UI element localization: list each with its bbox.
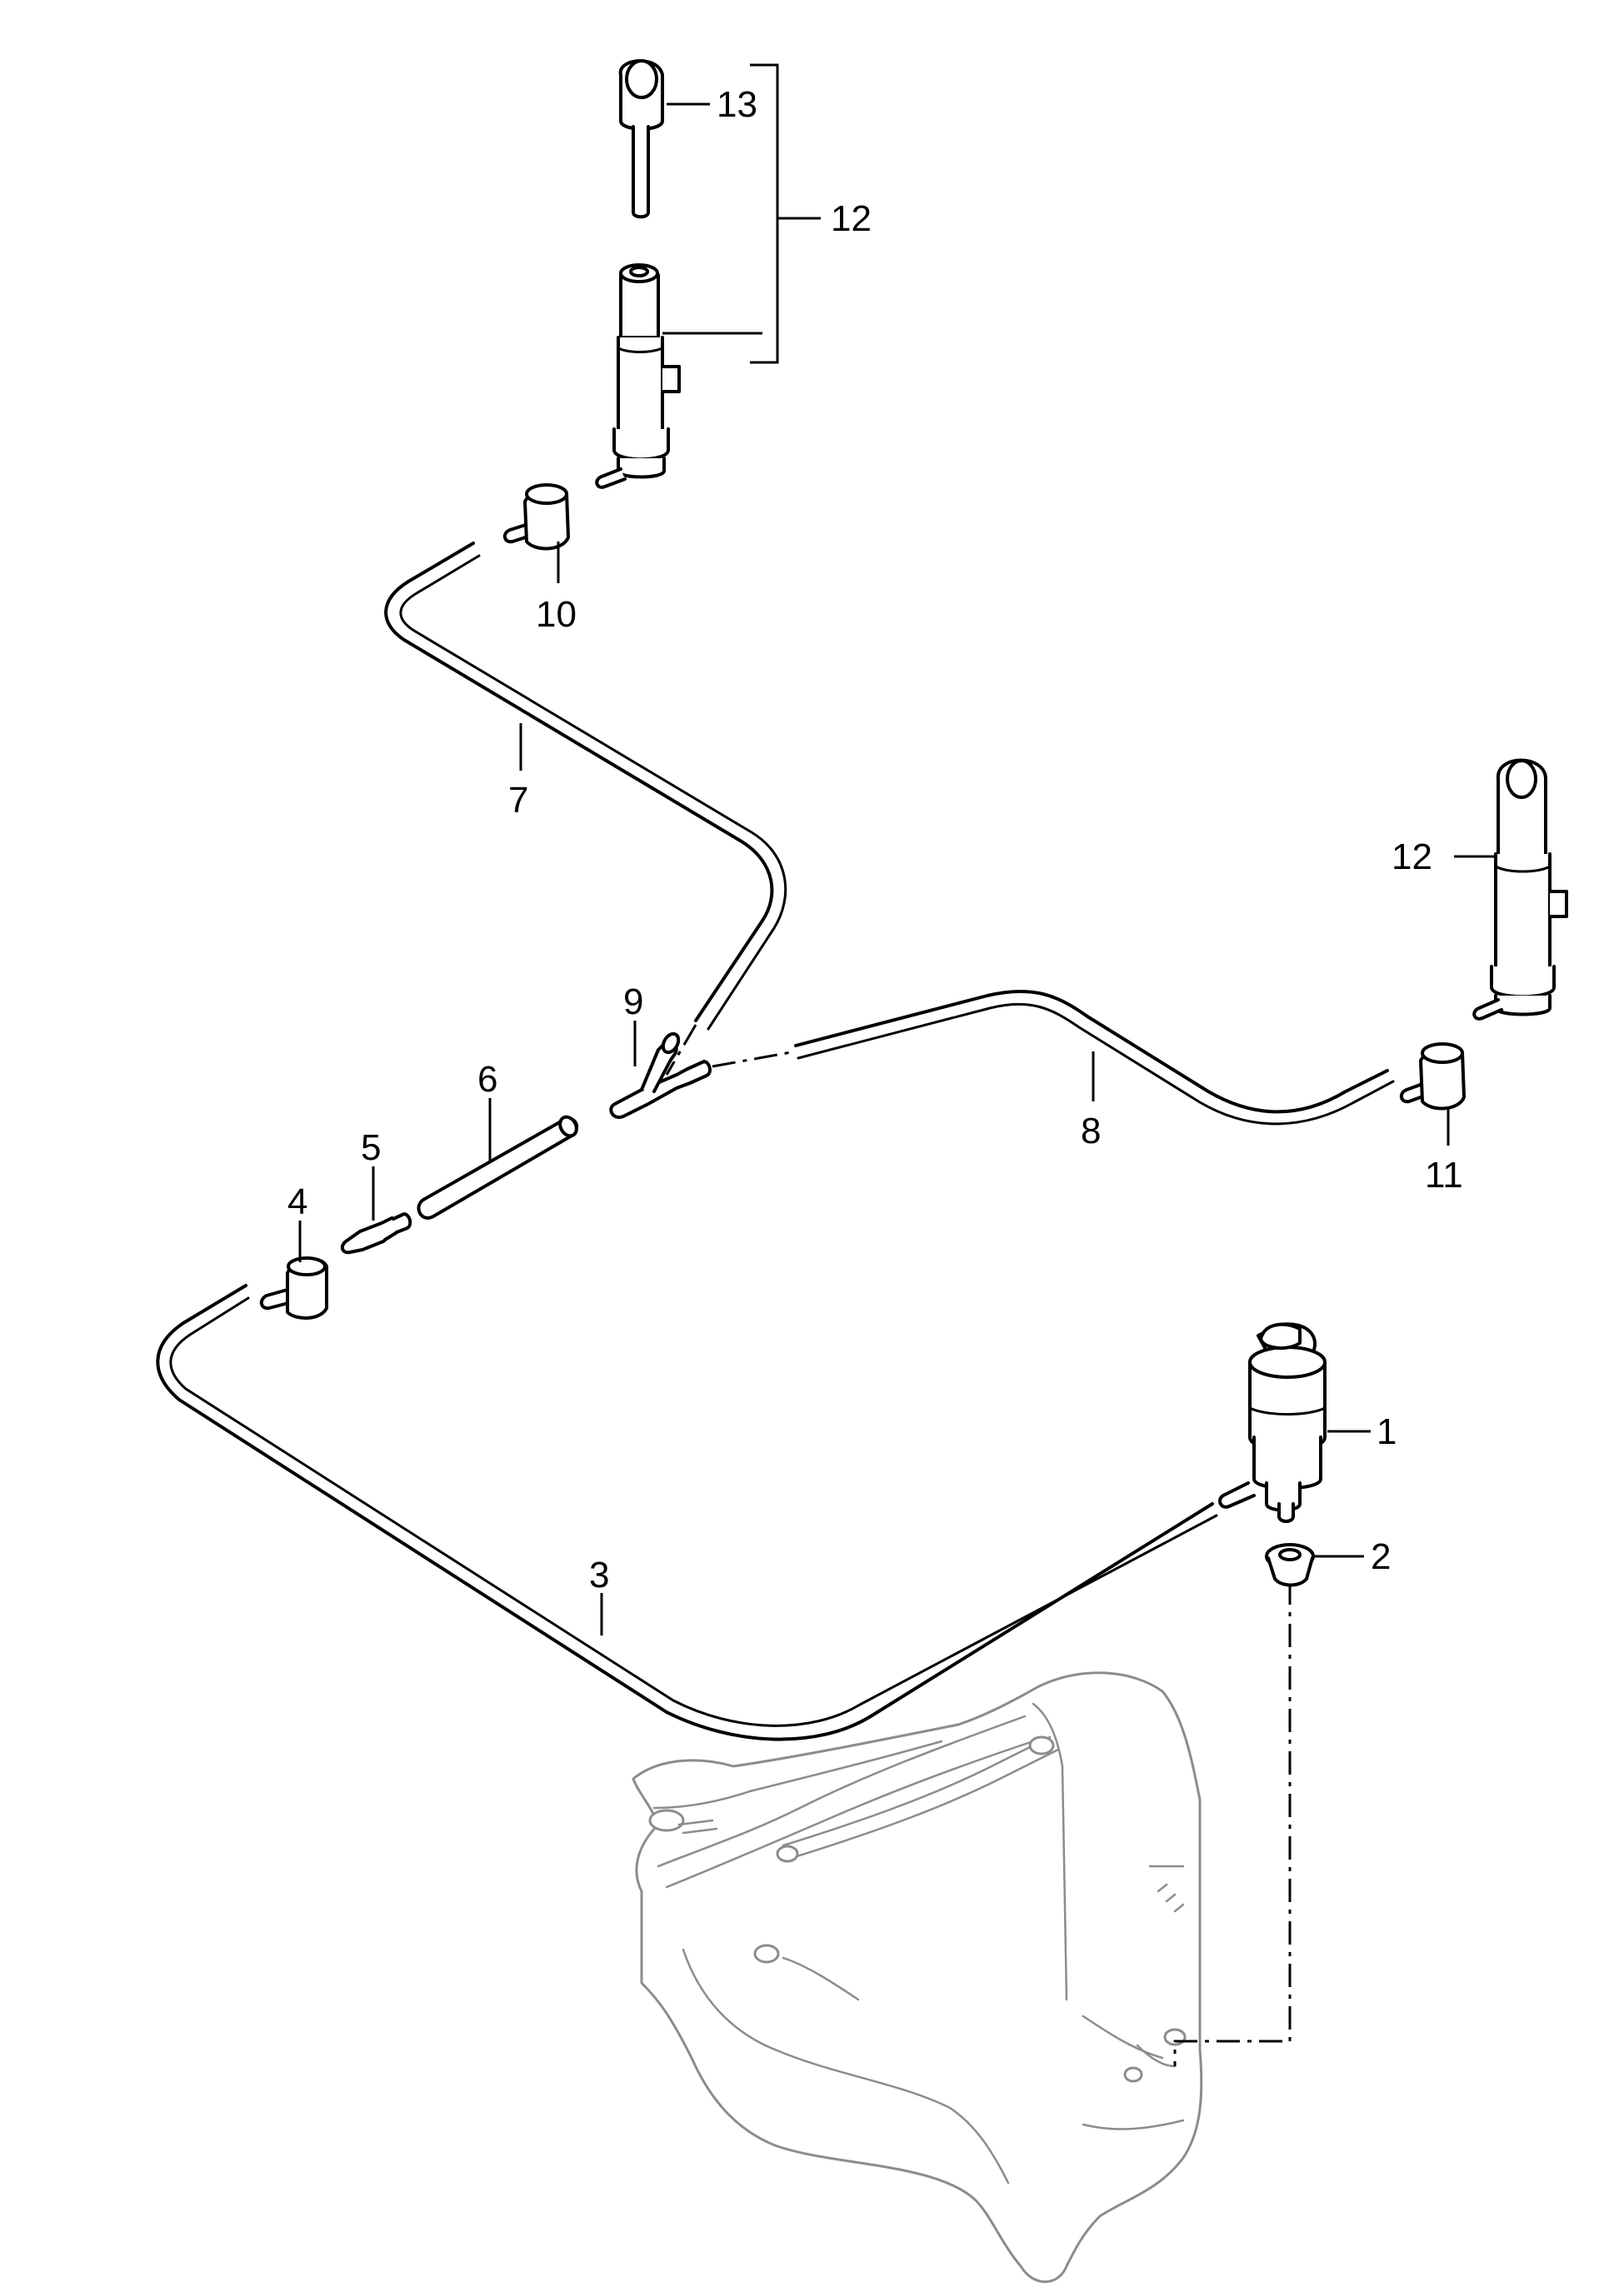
assembly-centerlines <box>665 1024 1292 2066</box>
hose-part-8 <box>794 989 1395 1126</box>
connector-part-5 <box>340 1212 412 1255</box>
callout-8: 8 <box>1081 1111 1101 1151</box>
callout-13: 13 <box>717 84 757 125</box>
callout-2: 2 <box>1371 1536 1391 1577</box>
callout-labels: 1 2 3 4 5 6 7 8 9 10 11 12 12 13 <box>287 84 1463 1595</box>
hose-part-7 <box>384 542 787 1031</box>
callout-11: 11 <box>1425 1155 1463 1196</box>
callout-12-right: 12 <box>1392 836 1432 877</box>
nozzle-cap-part-13 <box>618 59 664 219</box>
hose-part-6 <box>417 1115 579 1220</box>
callout-6: 6 <box>477 1059 497 1100</box>
callout-5: 5 <box>361 1127 381 1168</box>
callout-4: 4 <box>287 1181 307 1222</box>
callout-12-top: 12 <box>831 198 872 239</box>
callout-9: 9 <box>623 981 643 1022</box>
washer-pump-part-1 <box>1218 1322 1327 1523</box>
hose-part-3 <box>156 1284 1218 1741</box>
grommet-part-2 <box>1265 1543 1315 1587</box>
check-valve-part-4 <box>259 1256 328 1320</box>
callout-leader-lines <box>298 63 1496 1635</box>
washer-nozzle-part-12-right <box>1472 758 1568 1021</box>
check-valve-part-10 <box>502 483 570 551</box>
washer-fluid-reservoir <box>632 1671 1203 2284</box>
y-connector-part-9 <box>609 1031 712 1119</box>
callout-3: 3 <box>589 1555 609 1595</box>
washer-nozzle-part-12-top <box>595 263 681 489</box>
check-valve-part-11 <box>1399 1042 1466 1111</box>
callout-10: 10 <box>536 594 577 635</box>
callout-7: 7 <box>508 780 528 821</box>
callout-1: 1 <box>1377 1411 1397 1452</box>
